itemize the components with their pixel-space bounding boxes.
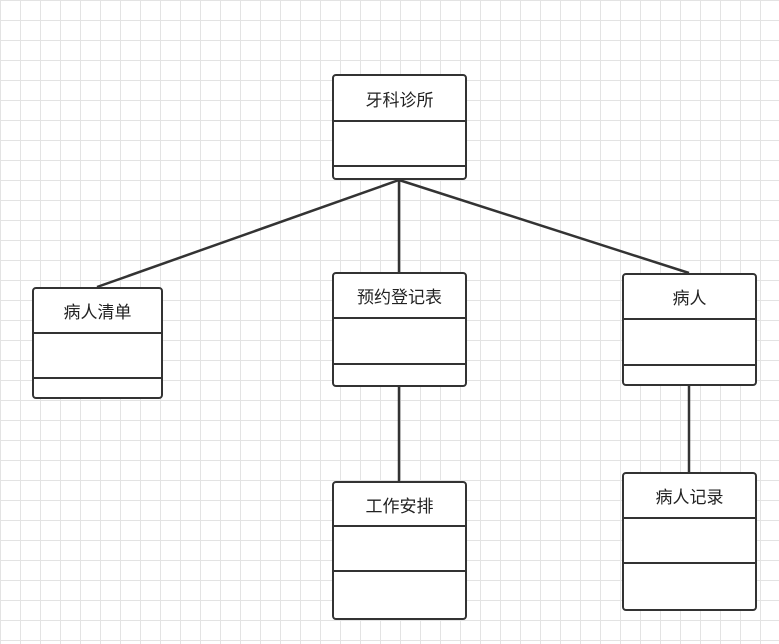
operations-compartment xyxy=(34,379,161,397)
attributes-compartment xyxy=(624,320,755,366)
operations-compartment xyxy=(624,564,755,609)
class-name: 病人 xyxy=(624,275,755,320)
attributes-compartment xyxy=(334,527,465,572)
class-box-clinic[interactable]: 牙科诊所 xyxy=(332,74,467,180)
class-name: 预约登记表 xyxy=(334,274,465,319)
class-box-patient-list[interactable]: 病人清单 xyxy=(32,287,163,399)
link-clinic-patient xyxy=(398,178,690,275)
link-clinic-patient-list xyxy=(96,178,400,289)
class-box-patient-record[interactable]: 病人记录 xyxy=(622,472,757,611)
operations-compartment xyxy=(334,365,465,385)
operations-compartment xyxy=(624,366,755,384)
class-box-patient[interactable]: 病人 xyxy=(622,273,757,386)
attributes-compartment xyxy=(34,334,161,379)
attributes-compartment xyxy=(624,519,755,564)
class-name: 牙科诊所 xyxy=(334,76,465,122)
class-name: 病人清单 xyxy=(34,289,161,334)
operations-compartment xyxy=(334,167,465,178)
attributes-compartment xyxy=(334,319,465,365)
attributes-compartment xyxy=(334,122,465,167)
class-name: 病人记录 xyxy=(624,474,755,519)
class-box-schedule[interactable]: 工作安排 xyxy=(332,481,467,620)
operations-compartment xyxy=(334,572,465,618)
class-name: 工作安排 xyxy=(334,483,465,527)
class-box-appointment[interactable]: 预约登记表 xyxy=(332,272,467,387)
